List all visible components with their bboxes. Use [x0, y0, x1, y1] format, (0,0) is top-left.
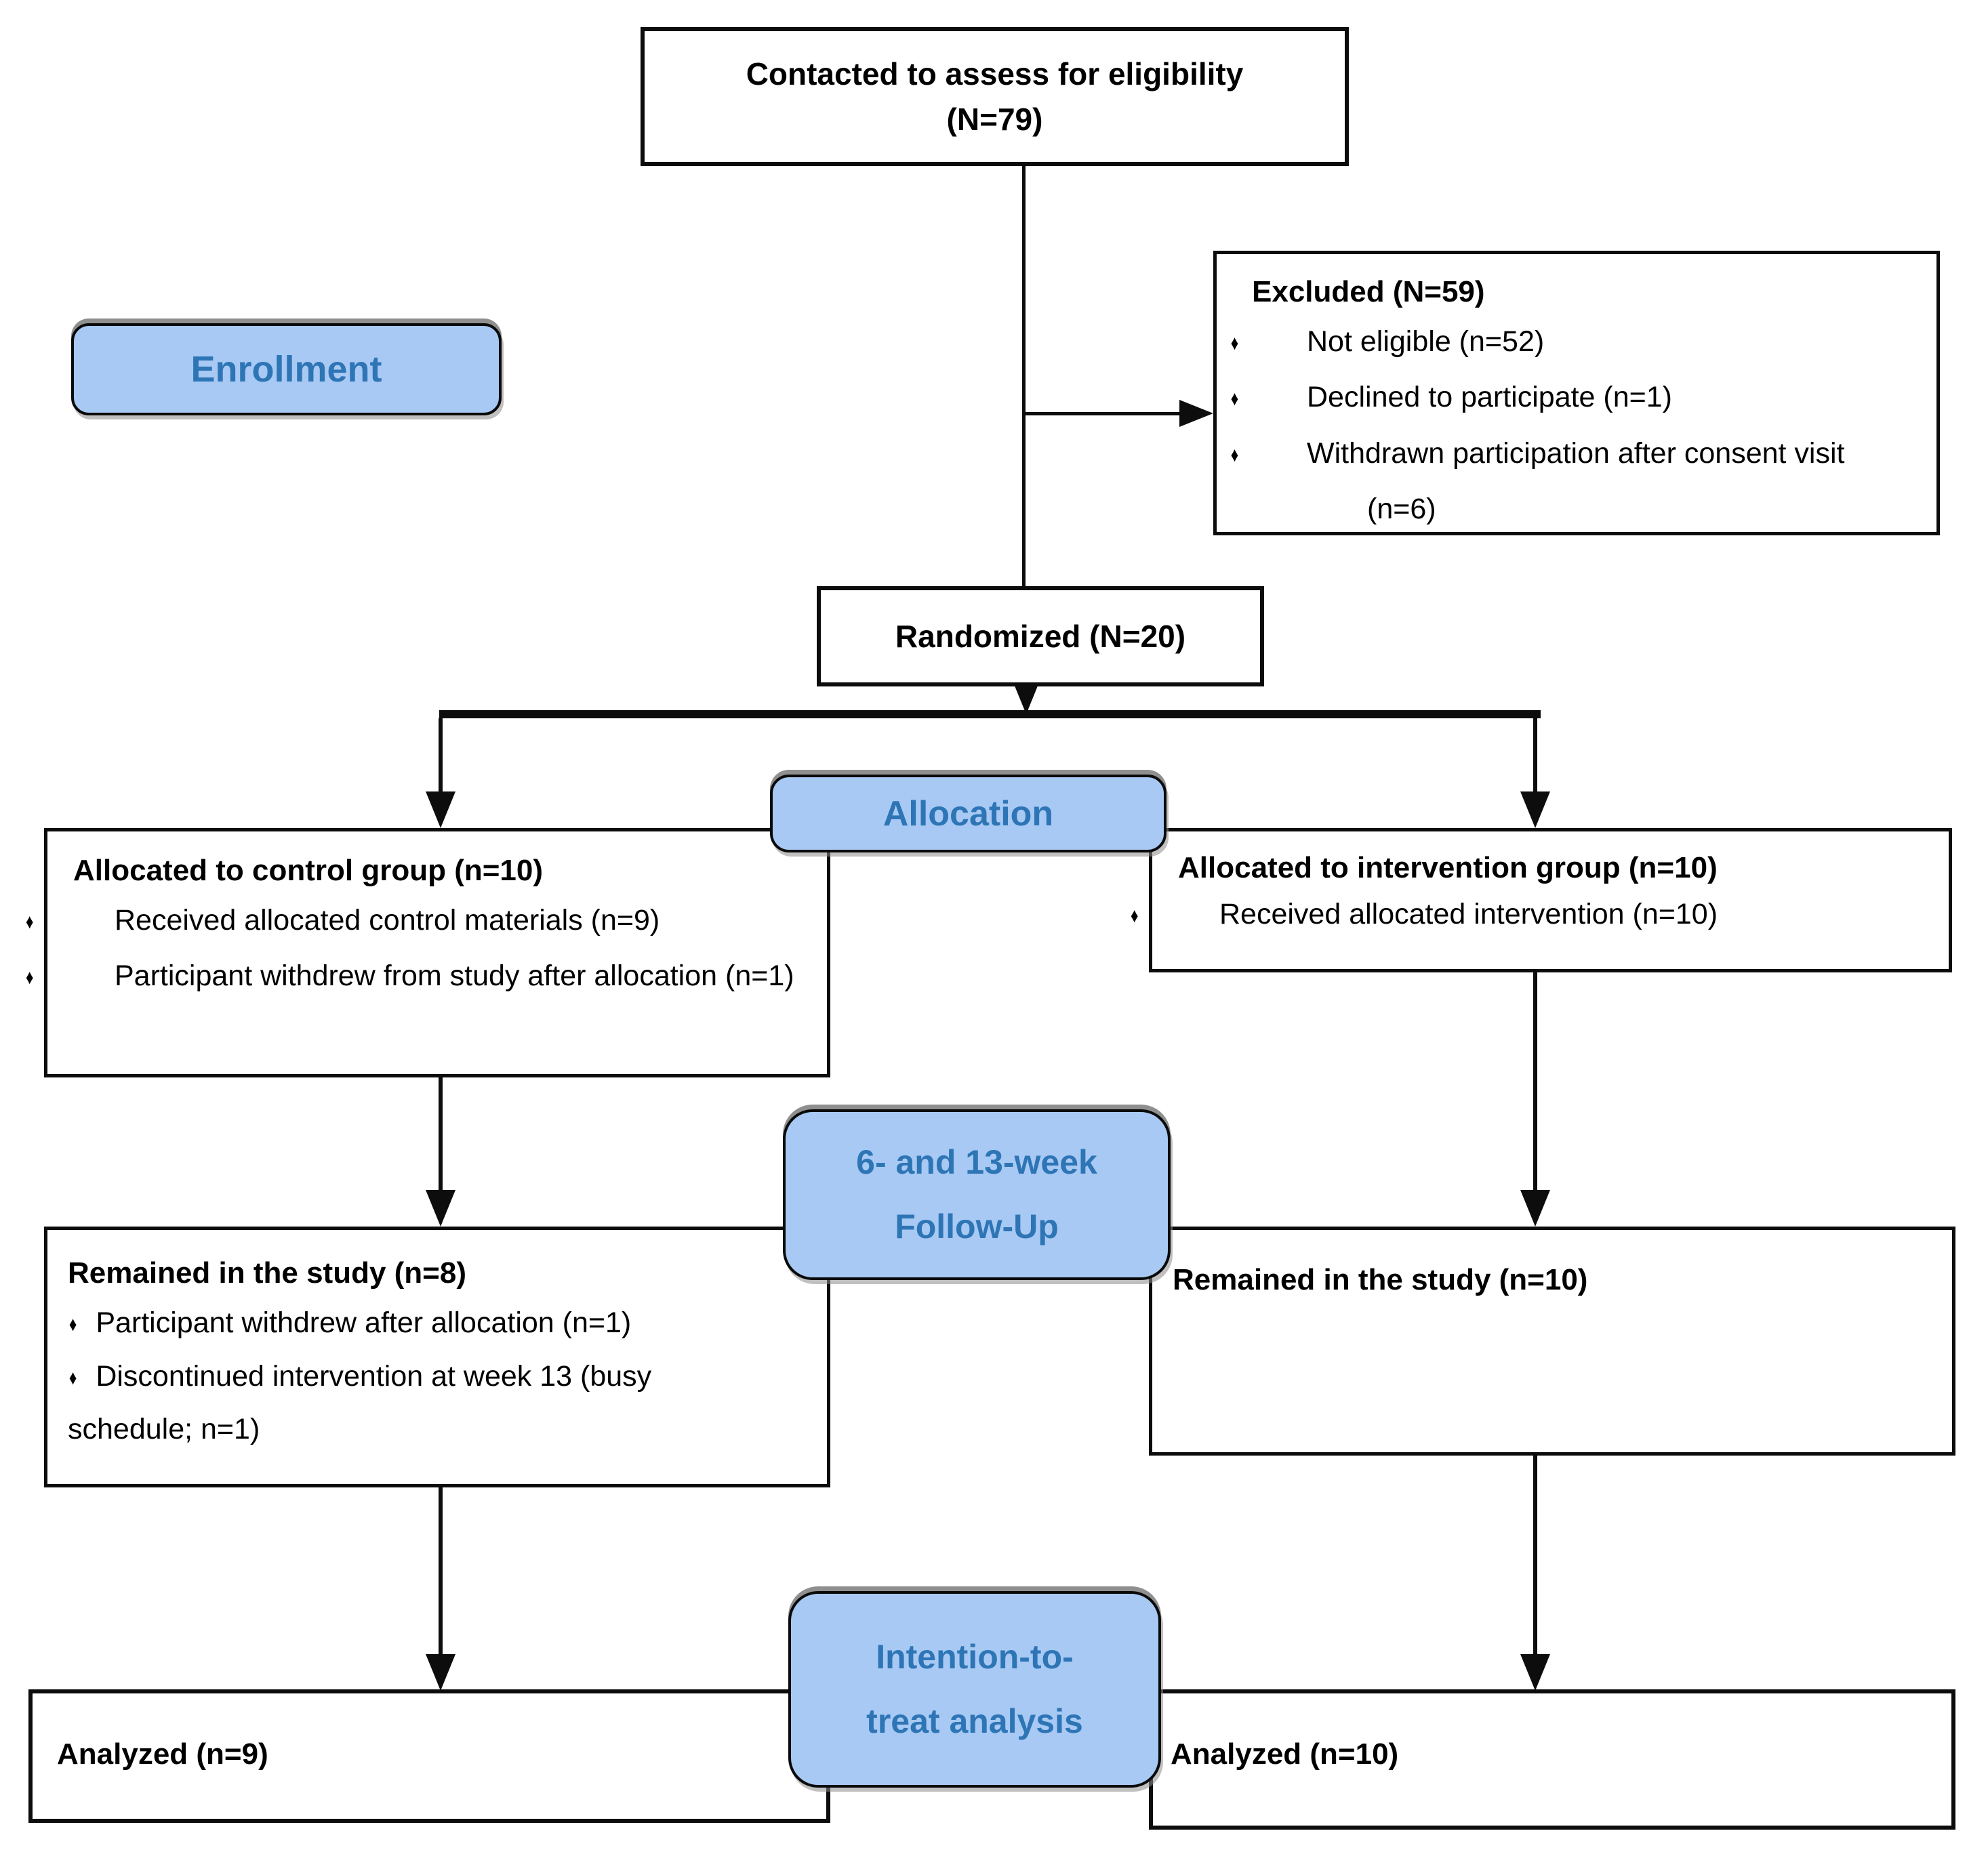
control-analysis-box: Analyzed (n=9): [28, 1689, 830, 1823]
bullet-diamond-icon: ♦: [68, 1366, 77, 1389]
bullet-item: ♦Not eligible (n=52): [1230, 325, 1545, 358]
control-allocation-title: Allocated to control group (n=10): [73, 854, 544, 887]
arrowhead-control-allocation-icon: [426, 791, 455, 828]
arrowhead-excluded-icon: [1179, 400, 1213, 427]
eligibility-line2: (N=79): [946, 101, 1043, 137]
control-allocation-box: Allocated to control group (n=10) ♦Recei…: [26, 828, 830, 1077]
bullet-text: Withdrawn participation after consent vi…: [1307, 436, 1845, 526]
randomized-box: Randomized (N=20): [817, 586, 1264, 686]
bullet-diamond-icon: ♦: [68, 1313, 77, 1336]
arrowhead-intervention-analysis-icon: [1520, 1654, 1550, 1691]
intervention-allocation-title: Allocated to intervention group (n=10): [1178, 851, 1718, 884]
stage-label-allocation: Allocation: [770, 775, 1167, 852]
excluded-box: Excluded (N=59) ♦Not eligible (n=52) ♦De…: [1213, 251, 1940, 535]
followup-label-line2: Follow-Up: [895, 1208, 1059, 1246]
enrollment-label-text: Enrollment: [190, 349, 382, 390]
randomized-title: Randomized (N=20): [895, 618, 1186, 654]
itt-label-line1: Intention-to-: [876, 1638, 1074, 1676]
stage-label-itt: Intention-to- treat analysis: [788, 1591, 1161, 1788]
control-analysis-title: Analyzed (n=9): [57, 1737, 268, 1771]
bullet-text: Declined to participate (n=1): [1307, 381, 1672, 414]
bullet-text: Participant withdrew after allocation (n…: [96, 1306, 632, 1339]
bullet-text: Not eligible (n=52): [1307, 325, 1545, 358]
bullet-item: ♦Received allocated control materials (n…: [26, 903, 660, 937]
intervention-followup-box: Remained in the study (n=10): [1149, 1227, 1955, 1456]
bullet-item: ♦Withdrawn participation after consent v…: [1230, 436, 1845, 526]
bullet-text: Received allocated control materials (n=…: [115, 903, 660, 937]
bullet-text: Received allocated intervention (n=10): [1219, 897, 1718, 930]
excluded-title: Excluded (N=59): [1252, 275, 1485, 308]
bullet-item: ♦Declined to participate (n=1): [1230, 381, 1672, 414]
connector-control-to-followup: [439, 1076, 443, 1193]
stage-label-followup: 6- and 13-week Follow-Up: [783, 1109, 1171, 1280]
bullet-item: ♦ Participant withdrew after allocation (…: [68, 1295, 813, 1351]
connector-split-to-control: [439, 718, 443, 793]
intervention-analysis-box: Analyzed (n=10): [1149, 1689, 1955, 1830]
bullet-text: Discontinued intervention at week 13 (bu…: [68, 1360, 652, 1445]
intervention-allocation-box: Allocated to intervention group (n=10) ♦…: [1131, 828, 1952, 972]
control-followup-title: Remained in the study (n=8): [68, 1256, 466, 1290]
itt-label-line2: treat analysis: [866, 1702, 1083, 1740]
connector-split-to-intervention: [1533, 718, 1537, 793]
arrowhead-control-followup-icon: [426, 1190, 455, 1227]
connector-intervention-to-analysis: [1533, 1456, 1537, 1657]
control-followup-box: Remained in the study (n=8) ♦ Participant…: [44, 1227, 830, 1487]
intervention-followup-title: Remained in the study (n=10): [1173, 1263, 1588, 1296]
bullet-item: ♦Participant withdrew from study after a…: [26, 960, 794, 993]
arrowhead-intervention-allocation-icon: [1520, 791, 1550, 828]
stage-label-enrollment: Enrollment: [71, 323, 502, 415]
split-bar: [439, 710, 1541, 718]
arrowhead-control-analysis-icon: [426, 1654, 455, 1691]
bullet-item: ♦Discontinued intervention at week 13 (b…: [68, 1351, 752, 1456]
eligibility-box: Contacted to assess for eligibility (N=7…: [641, 27, 1349, 166]
bullet-item: ♦Received allocated intervention (n=10): [1131, 897, 1718, 930]
allocation-label-text: Allocation: [883, 794, 1054, 834]
eligibility-line1: Contacted to assess for eligibility: [746, 56, 1244, 91]
arrowhead-intervention-followup-icon: [1520, 1190, 1550, 1227]
connector-control-to-analysis: [439, 1486, 443, 1657]
connector-to-excluded: [1023, 412, 1183, 415]
connector-intervention-to-followup: [1533, 971, 1537, 1193]
intervention-analysis-title: Analyzed (n=10): [1171, 1737, 1399, 1771]
bullet-text: Participant withdrew from study after al…: [115, 960, 794, 993]
connector-eligibility-to-randomized: [1022, 165, 1026, 588]
followup-label-line1: 6- and 13-week: [856, 1143, 1097, 1181]
